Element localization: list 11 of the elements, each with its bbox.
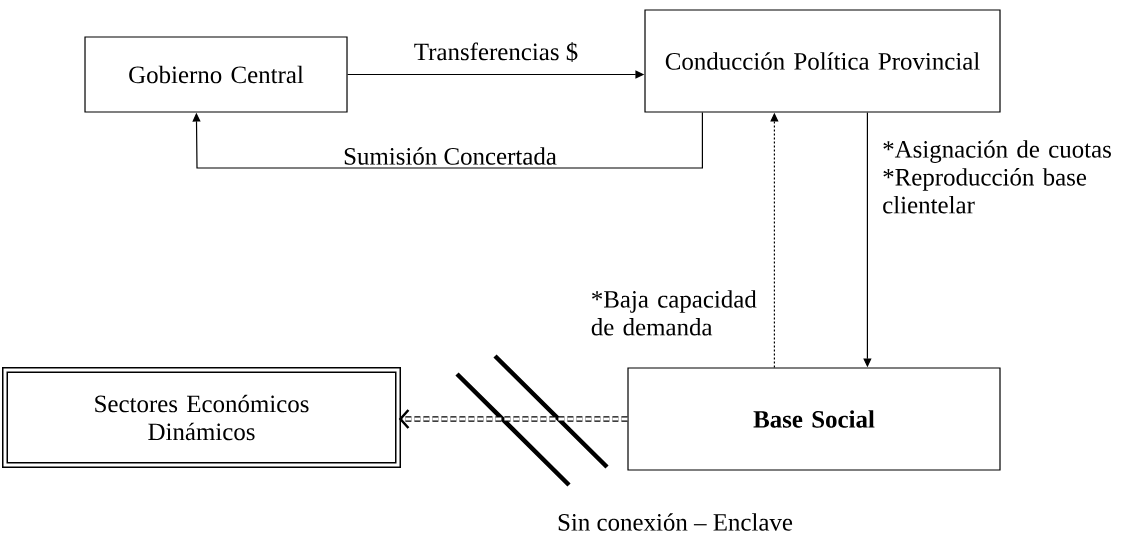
edge-label: Sumisión Concertada <box>342 146 558 166</box>
edge-label: Sin conexión – Enclave <box>556 512 794 532</box>
edge-label: *Baja capacidad de demanda <box>591 290 757 336</box>
edge-label: *Asignación de cuotas *Reproducción base clientelar <box>883 140 1111 214</box>
edge-label: Transferencias $ <box>412 41 580 63</box>
process-box: Base Social <box>627 367 1001 471</box>
arrow <box>192 112 703 169</box>
process-box: Gobierno Central <box>84 36 348 113</box>
process-box: Conducción Política Provincial <box>644 9 1001 113</box>
arrow <box>398 409 628 429</box>
double-border-box: Sectores Económicos Dinámicos <box>2 367 401 468</box>
